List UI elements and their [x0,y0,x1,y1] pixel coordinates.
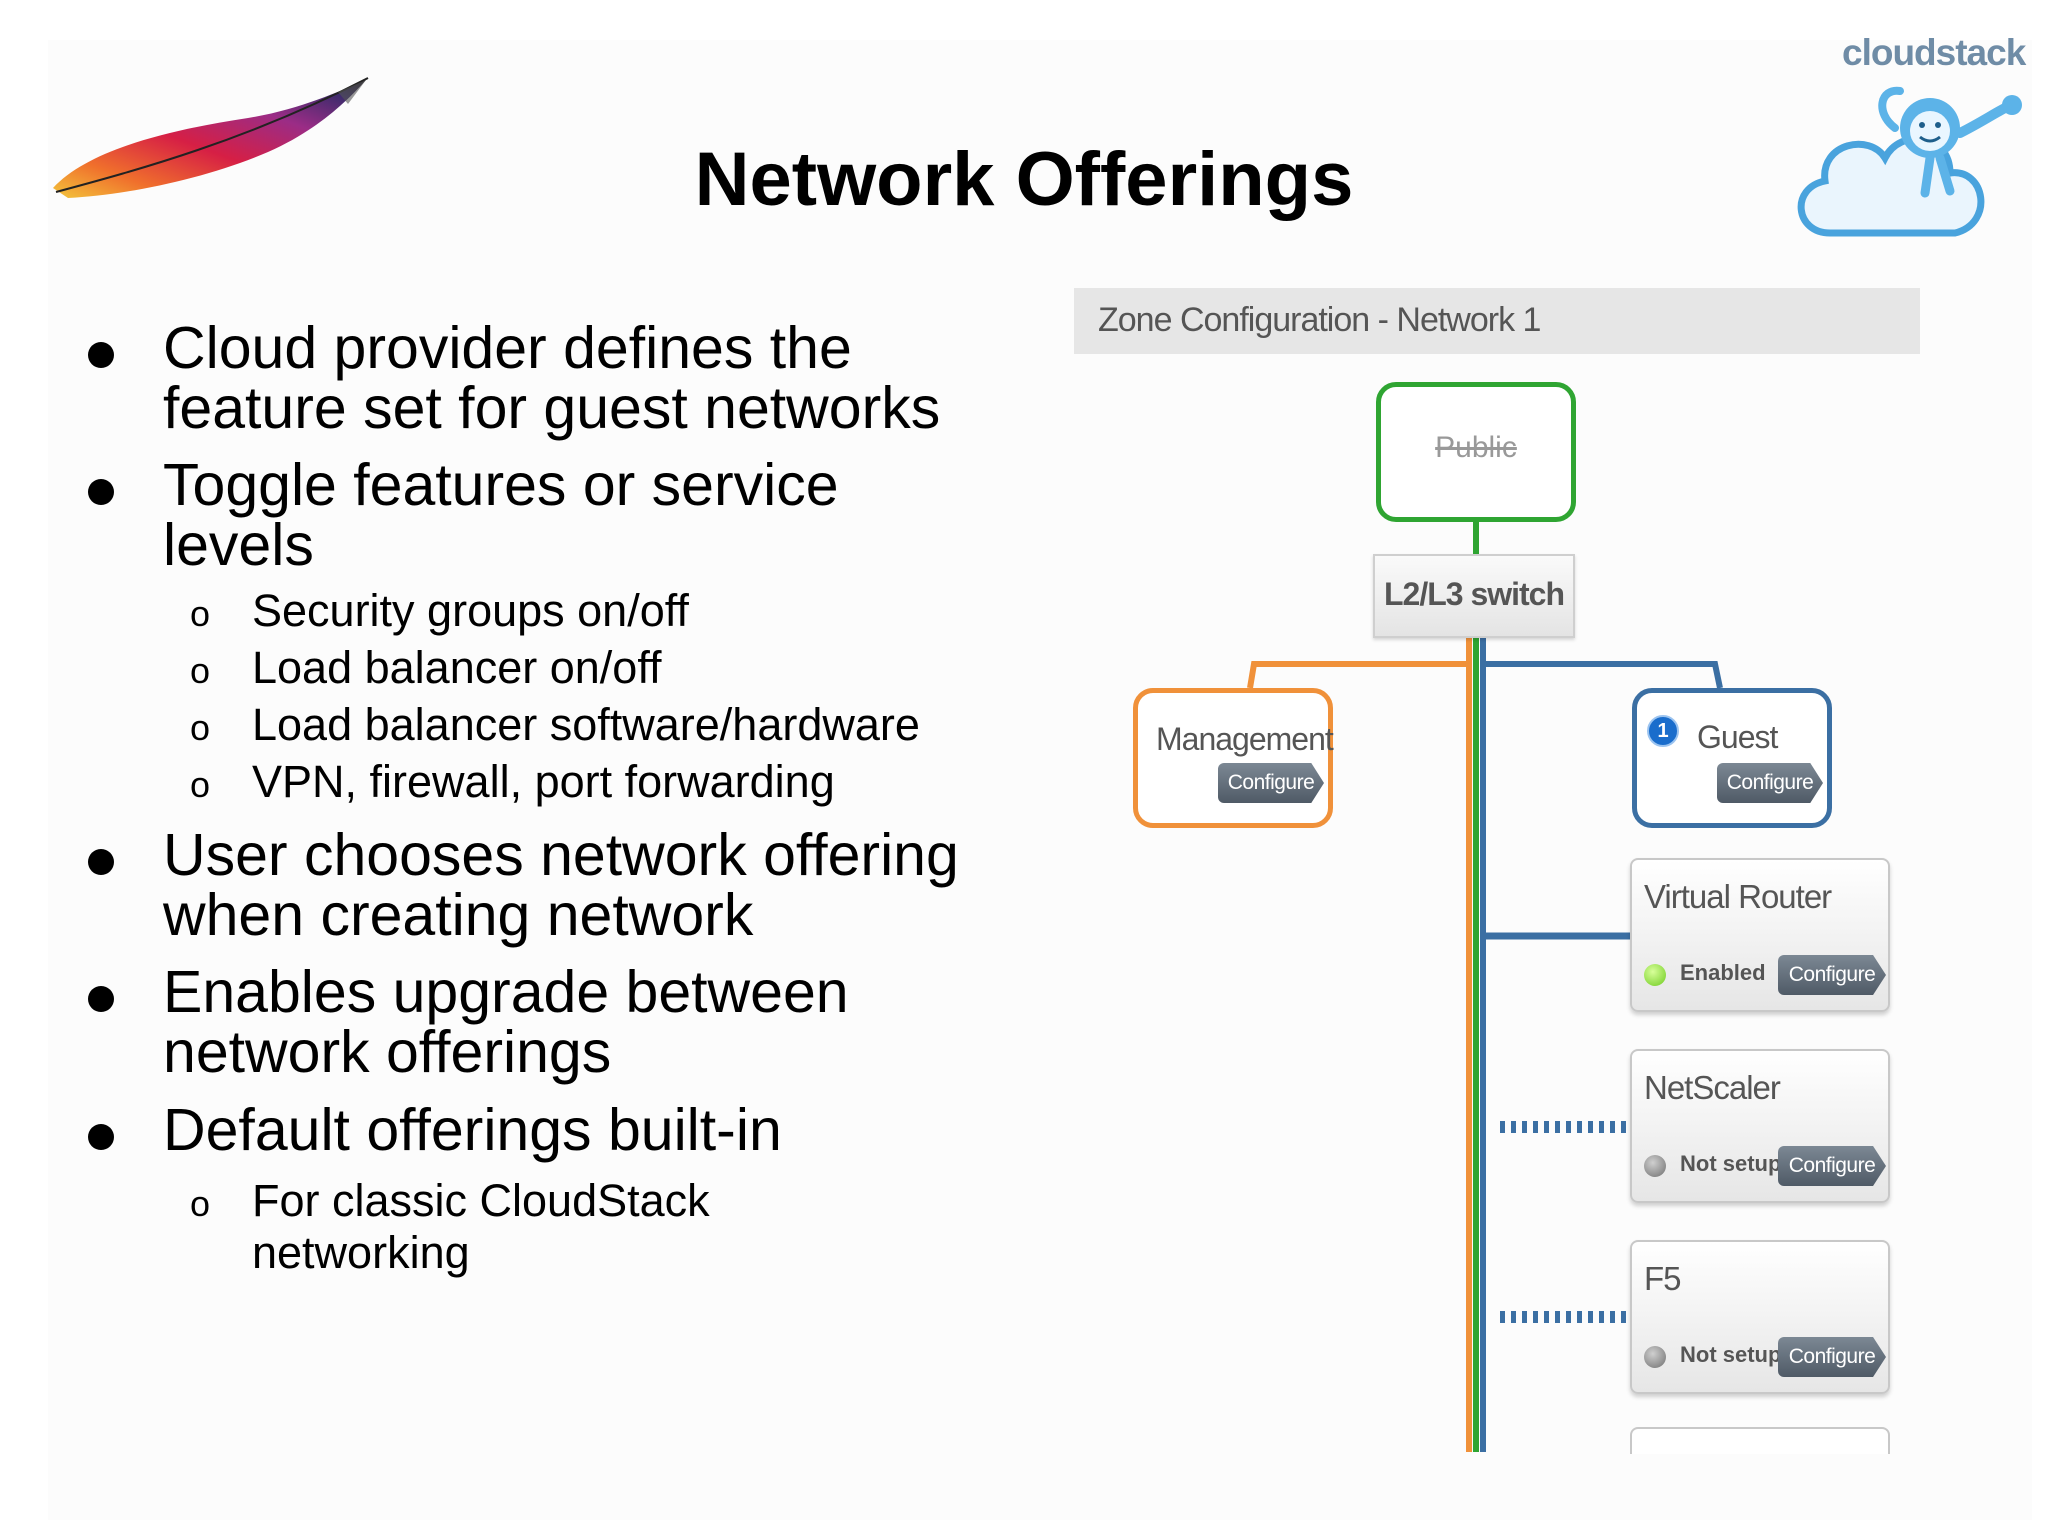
bullet-text: Default offerings built-in [163,1097,782,1163]
provider-partial-card [1630,1427,1890,1454]
bullet-dot [88,849,114,875]
status-led-icon [1644,1155,1666,1177]
sub-bullet-marker: o [190,707,211,748]
guest-network-node: 1 Guest Configure [1632,688,1832,828]
sub-bullet-marker: o [190,1183,211,1224]
bullet-dot [88,986,114,1012]
bullet-text: Enables upgrade between network offering… [163,959,849,1085]
sub-bullet-text: Load balancer on/off [252,642,662,693]
provider-status: Not setup [1680,1342,1782,1367]
provider-virtual-router: Virtual Router Enabled Configure [1630,858,1890,1012]
management-network-node: Management Configure [1133,688,1334,828]
guest-configure-button[interactable]: Configure [1717,763,1823,803]
public-label: Public [1435,431,1517,464]
status-led-icon [1644,1346,1666,1368]
l2-l3-switch-node: L2/L3 switch [1373,554,1575,638]
bullet-text: Cloud provider defines the feature set f… [163,315,941,441]
sub-bullet-marker: o [190,764,211,805]
logo-text: cloudstack [1842,32,2026,73]
sub-bullet-text: Security groups on/off [252,585,689,636]
bullet-dot [88,342,114,368]
switch-label: L2/L3 switch [1383,576,1565,612]
cloud-monkey-icon [1797,86,2022,237]
slide-title: Network Offerings [694,137,1354,222]
bullet-text: Toggle features or service levels [163,452,839,578]
provider-status: Not setup [1680,1151,1782,1176]
bullet-dot [88,479,114,505]
provider-status: Enabled [1680,960,1766,985]
provider-f5: F5 Not setup Configure [1630,1240,1890,1394]
bullet-dot [88,1124,114,1150]
sub-bullet-text: VPN, firewall, port forwarding [252,756,835,807]
management-configure-button[interactable]: Configure [1218,763,1324,803]
f5-configure-button[interactable]: Configure [1778,1337,1886,1377]
cloudstack-logo: cloudstack [1790,28,2035,253]
provider-name: F5 [1644,1260,1682,1297]
management-label: Management [1156,721,1334,757]
apache-feather-logo [53,77,369,198]
zone-config-header: Zone Configuration - Network 1 [1074,288,1920,354]
info-badge-icon: 1 [1647,715,1679,747]
bullet-text: User chooses network offering when creat… [163,822,959,948]
sub-bullet-marker: o [190,650,211,691]
netscaler-configure-button[interactable]: Configure [1778,1146,1886,1186]
public-network-node[interactable]: Public [1376,382,1576,522]
zone-config-title: Zone Configuration - Network 1 [1098,301,1541,339]
sub-bullet-text: For classic CloudStack networking [252,1175,710,1278]
sub-bullet-text: Load balancer software/hardware [252,699,920,750]
sub-bullet-marker: o [190,593,211,634]
guest-label: Guest [1697,719,1778,755]
virtual-router-configure-button[interactable]: Configure [1778,955,1886,995]
provider-name: Virtual Router [1644,878,1832,915]
status-led-icon [1644,964,1666,986]
provider-netscaler: NetScaler Not setup Configure [1630,1049,1890,1203]
provider-name: NetScaler [1644,1069,1781,1106]
